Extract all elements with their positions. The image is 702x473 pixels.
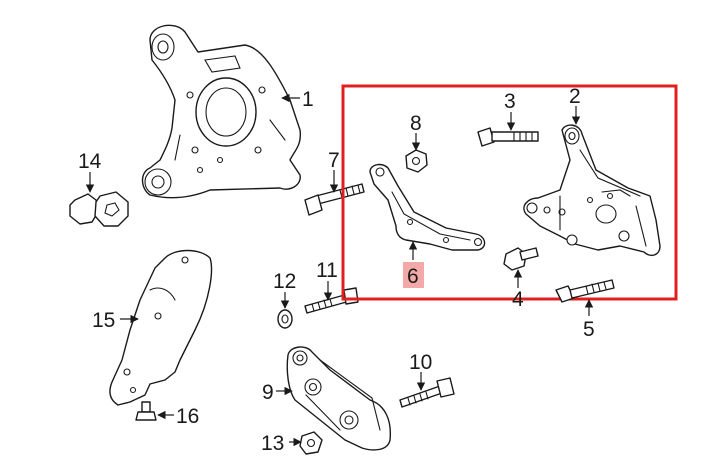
leader-lines — [85, 93, 594, 447]
callout-7: 7 — [328, 149, 340, 172]
part-1-knuckle — [141, 24, 302, 199]
callout-6: 6 — [407, 265, 419, 288]
part-10-bolt — [399, 377, 455, 408]
callout-8: 8 — [410, 112, 422, 135]
part-6-arm — [369, 163, 486, 251]
callout-4: 4 — [512, 288, 524, 311]
callout-15: 15 — [92, 309, 115, 332]
callout-10: 10 — [409, 351, 432, 374]
callout-12: 12 — [273, 270, 296, 293]
callout-6-highlight — [403, 262, 424, 288]
part-3-bolt — [477, 127, 539, 147]
part-12-washer — [277, 309, 293, 329]
part-2-carrier — [523, 124, 661, 257]
part-13-nut — [299, 431, 323, 455]
callout-13: 13 — [261, 432, 284, 455]
part-5-bolt — [555, 279, 615, 303]
part-14-washers — [69, 191, 129, 227]
part-8-nut — [405, 149, 428, 173]
part-16-bolt — [135, 401, 157, 421]
callout-2: 2 — [569, 85, 581, 108]
part-15-bracket — [109, 249, 213, 406]
callout-16: 16 — [176, 405, 199, 428]
callout-9: 9 — [262, 381, 274, 404]
callout-14: 14 — [78, 150, 102, 173]
part-7-bolt — [304, 183, 365, 216]
highlight-box — [341, 84, 678, 301]
callout-5: 5 — [583, 318, 595, 341]
part-9-bracket — [286, 346, 392, 451]
callout-11: 11 — [316, 259, 338, 282]
callout-1: 1 — [302, 88, 314, 111]
callout-labels: 1 2 3 4 5 6 7 8 9 10 11 12 13 14 15 16 — [78, 85, 595, 455]
part-4-bolt — [503, 247, 539, 271]
callout-3: 3 — [504, 90, 516, 113]
